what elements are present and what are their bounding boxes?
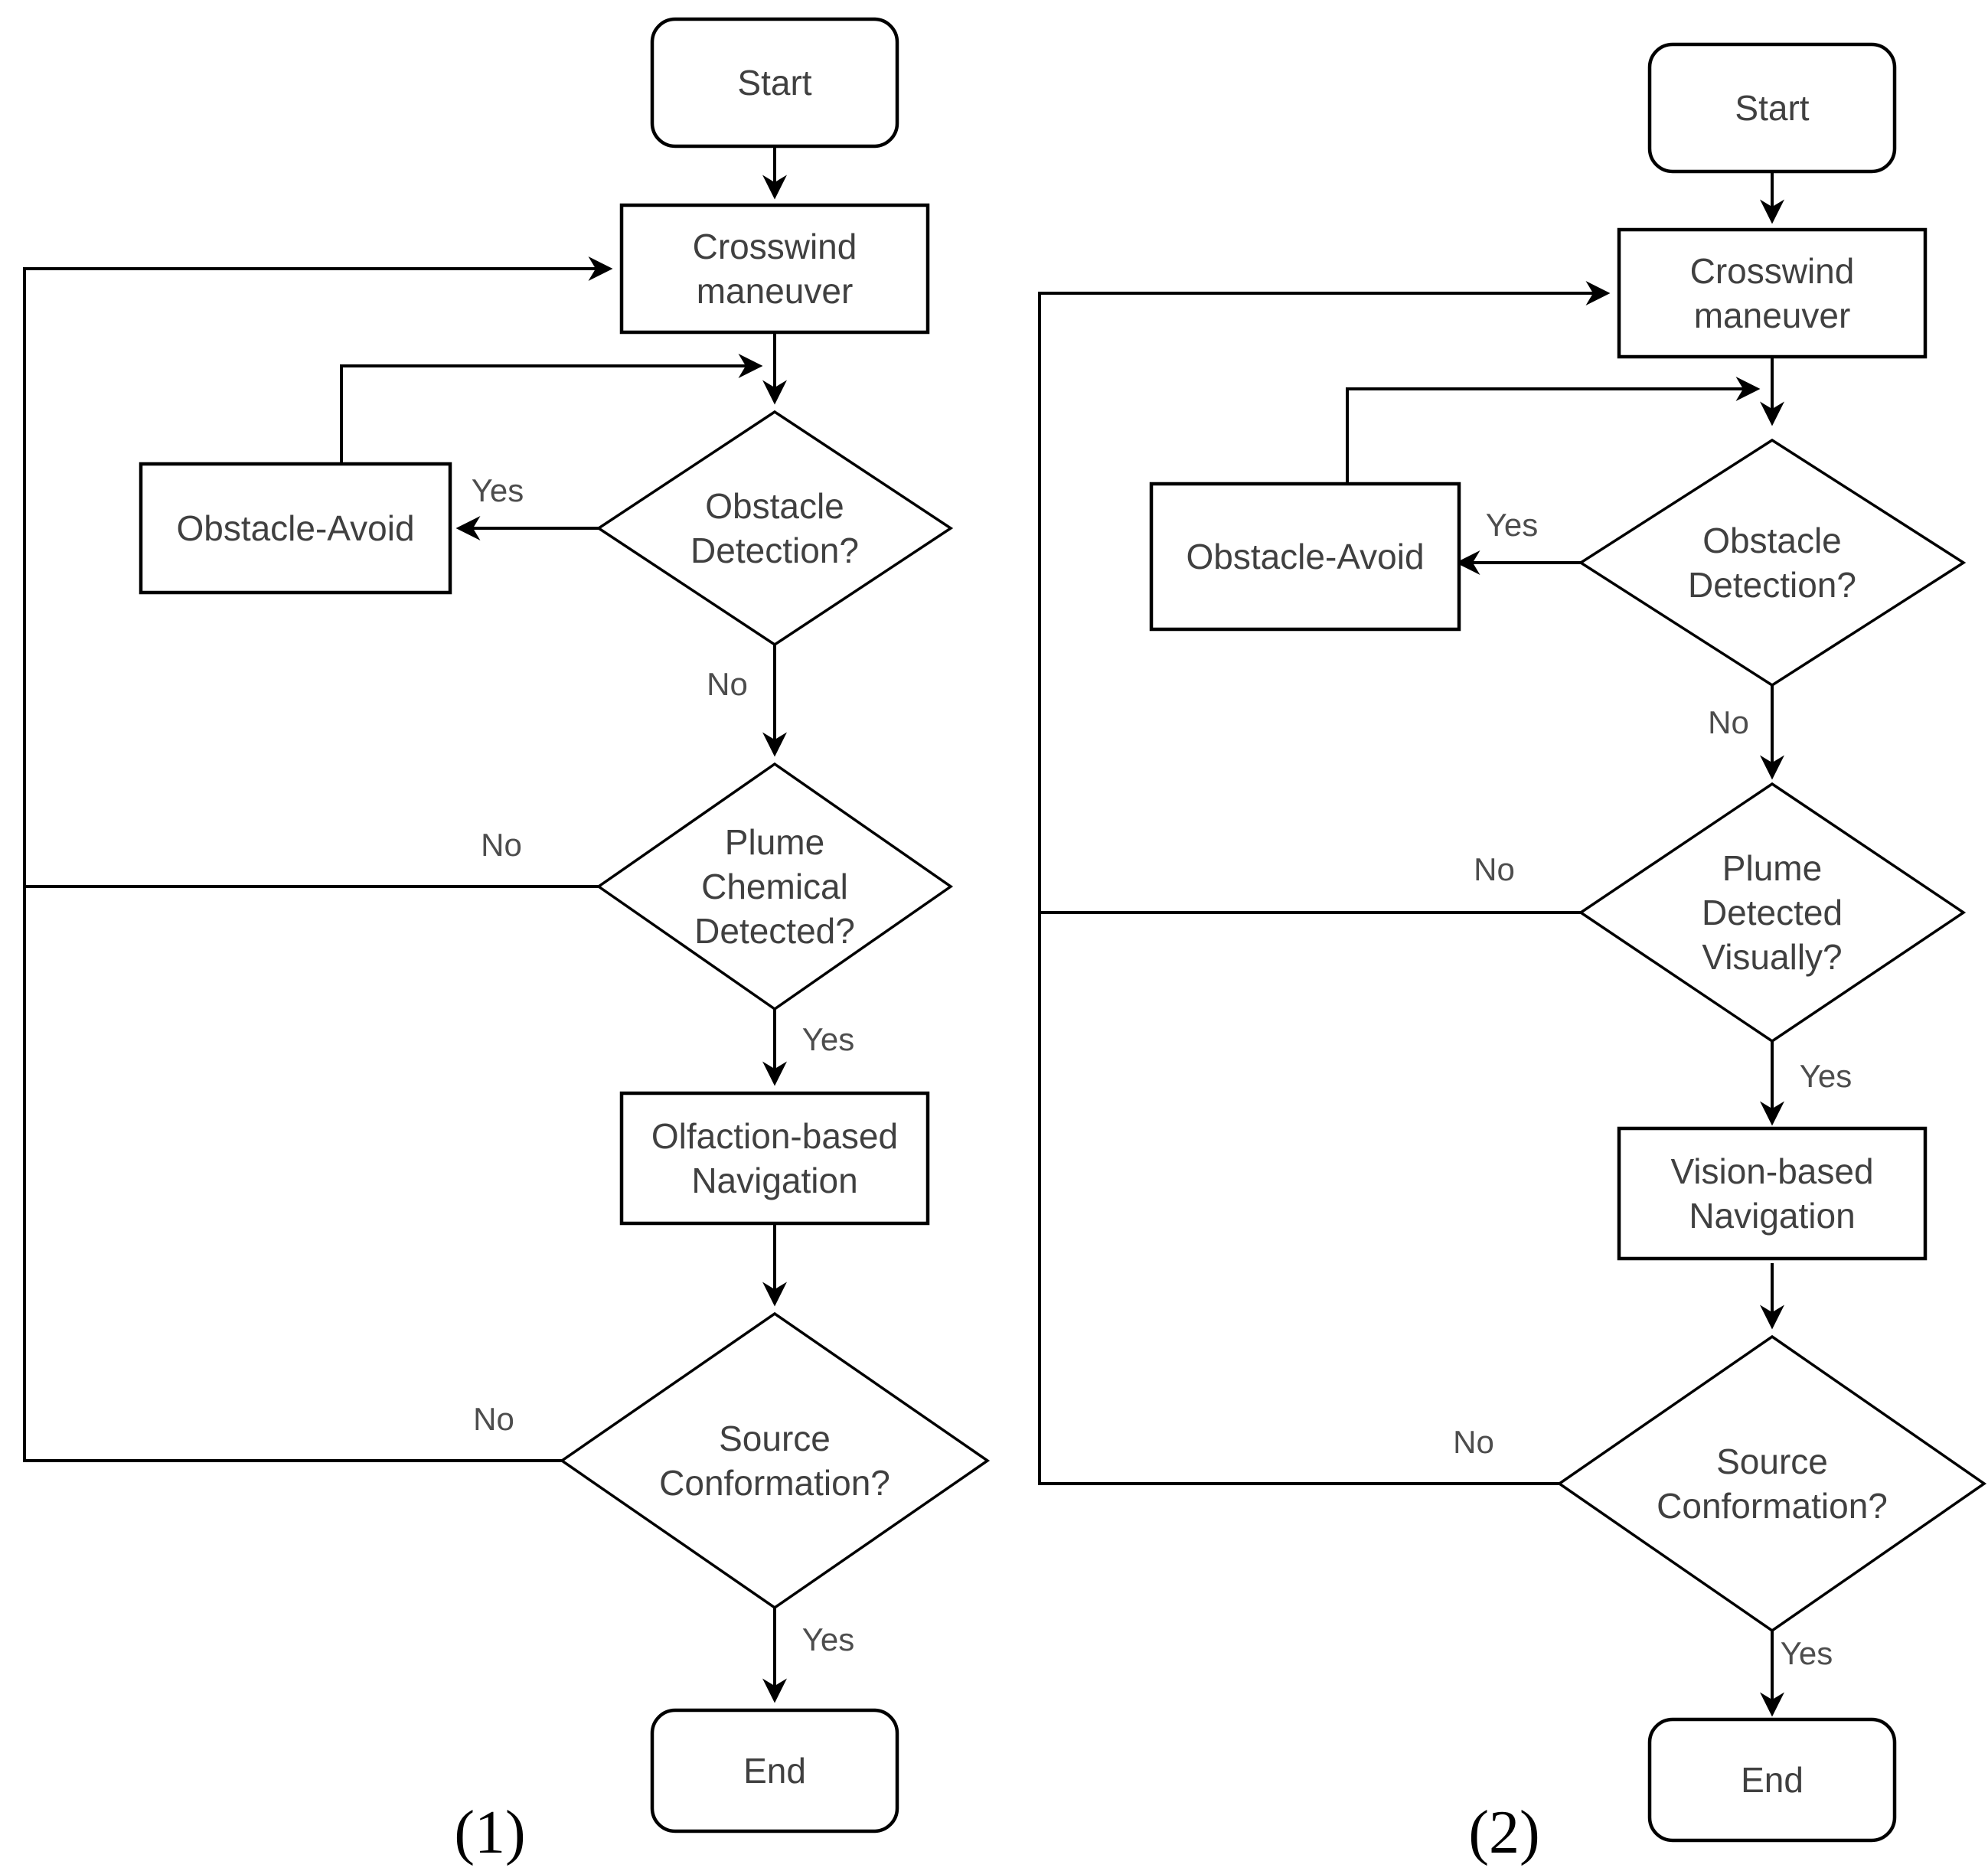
- plume-line1-2: Plume: [1722, 848, 1822, 888]
- obstacle-detection-decision-2: [1578, 438, 1967, 687]
- flowchart-1: Start Crosswind maneuver Obstacle Detect…: [23, 17, 991, 1866]
- source-line2-1: Conformation?: [659, 1463, 890, 1503]
- label-plume-no-1: No: [481, 827, 522, 863]
- crosswind-label-line2-2: maneuver: [1694, 296, 1851, 335]
- edge-obstacle-avoid-return-1: [340, 354, 763, 464]
- label-source-no-2: No: [1453, 1424, 1494, 1460]
- label-obstacle-no-1: No: [707, 666, 748, 702]
- label-plume-no-2: No: [1474, 851, 1515, 887]
- plume-visual-decision-2: [1578, 782, 1967, 1043]
- edge-feedback-loop-2: [1038, 281, 1611, 1485]
- end-node-1: [650, 1708, 899, 1833]
- start-label-1: Start: [737, 63, 811, 103]
- source-conformation-decision-1: [559, 1311, 991, 1610]
- obstacle-avoid-label-1: Obstacle-Avoid: [176, 508, 414, 548]
- label-source-yes-2: Yes: [1781, 1635, 1833, 1671]
- caption-1: (1): [454, 1799, 525, 1866]
- label-plume-yes-1: Yes: [802, 1021, 855, 1057]
- source-line1-2: Source: [1716, 1442, 1828, 1481]
- flowchart-2: Start Crosswind maneuver Obstacle Detect…: [1038, 42, 1987, 1866]
- end-label-1: End: [743, 1751, 806, 1791]
- obstacle-detection-line1-2: Obstacle: [1702, 521, 1842, 560]
- plume-line3-1: Detected?: [694, 911, 855, 951]
- crosswind-label-line1-1: Crosswind: [693, 227, 857, 266]
- label-obstacle-yes-2: Yes: [1486, 507, 1539, 543]
- obstacle-avoid-node-1: [139, 462, 452, 595]
- olfaction-navigation-node-1: [619, 1091, 930, 1226]
- label-obstacle-no-2: No: [1708, 704, 1749, 740]
- label-obstacle-yes-1: Yes: [472, 472, 524, 508]
- edge-obstacle-avoid-return-2: [1346, 377, 1761, 484]
- start-node-2: [1647, 42, 1897, 174]
- source-line2-2: Conformation?: [1657, 1486, 1888, 1526]
- nav-label-line2-1: Navigation: [691, 1161, 857, 1200]
- nav-label-line1-2: Vision-based: [1670, 1151, 1873, 1191]
- obstacle-detection-decision-1: [596, 410, 954, 647]
- source-line1-1: Source: [719, 1419, 831, 1458]
- edge-feedback-loop-1: [23, 256, 613, 1462]
- start-label-2: Start: [1735, 88, 1809, 128]
- crosswind-label-line1-2: Crosswind: [1690, 251, 1855, 291]
- label-plume-yes-2: Yes: [1800, 1058, 1853, 1094]
- nav-label-line1-1: Olfaction-based: [651, 1116, 898, 1156]
- start-node-1: [650, 17, 899, 149]
- label-source-no-1: No: [473, 1401, 514, 1437]
- source-conformation-decision-2: [1556, 1334, 1987, 1633]
- crosswind-maneuver-node-1: [619, 203, 930, 335]
- end-label-2: End: [1741, 1760, 1804, 1800]
- plume-line2-2: Detected: [1702, 893, 1843, 932]
- label-source-yes-1: Yes: [802, 1621, 855, 1657]
- crosswind-label-line2-1: maneuver: [697, 271, 854, 311]
- plume-chemical-decision-1: [596, 762, 954, 1011]
- plume-line1-1: Plume: [725, 822, 824, 862]
- obstacle-avoid-node-2: [1149, 482, 1461, 632]
- plume-line3-2: Visually?: [1702, 937, 1842, 977]
- obstacle-detection-line2-2: Detection?: [1688, 565, 1856, 605]
- caption-2: (2): [1468, 1799, 1539, 1866]
- end-node-2: [1647, 1717, 1897, 1843]
- plume-line2-1: Chemical: [701, 867, 848, 906]
- obstacle-detection-line1-1: Obstacle: [705, 486, 844, 526]
- obstacle-detection-line2-1: Detection?: [690, 531, 859, 570]
- crosswind-maneuver-node-2: [1617, 227, 1928, 359]
- obstacle-avoid-label-2: Obstacle-Avoid: [1186, 537, 1424, 576]
- vision-navigation-node-2: [1617, 1126, 1928, 1261]
- nav-label-line2-2: Navigation: [1689, 1196, 1855, 1236]
